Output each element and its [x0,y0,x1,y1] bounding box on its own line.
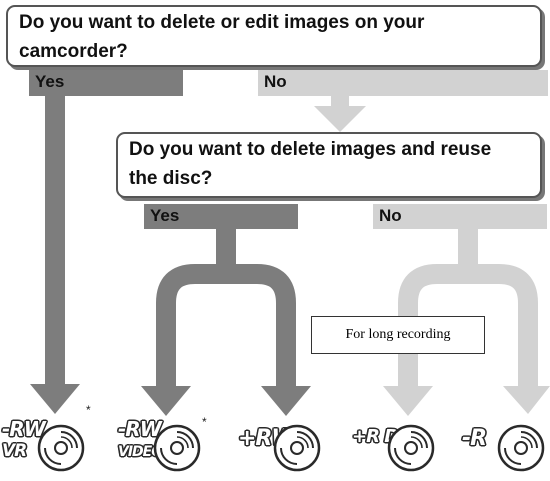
cd-icon [273,424,321,472]
arrow-heads-q2-no [383,386,550,416]
disc-plus-r-dl-icon: +R DL [352,408,436,478]
question-1-no-label: No [258,70,548,96]
cd-icon [387,424,435,472]
disc-rw-vr-label: -RW [2,417,46,441]
disc-rw-video-asterisk: * [202,415,207,429]
cd-icon [153,424,201,472]
question-2-box: Do you want to delete images and reuse t… [116,132,542,198]
arrow-q1-yes [30,96,80,414]
question-1-line1: Do you want to delete or edit images on … [19,12,425,33]
disc-rw-vr-asterisk: * [86,403,91,417]
question-2-no-label: No [373,204,547,229]
arrow-q2-no [398,226,538,388]
disc-minus-r-icon: -R [462,408,546,478]
disc-rw-video-icon: -RW VIDEO [118,408,202,478]
cd-icon [497,424,545,472]
disc-rw-video-label: -RW [118,417,162,441]
disc-minus-r-label: -R [462,426,487,451]
long-recording-note: For long recording [311,316,485,354]
disc-rw-vr-icon: -RW VR [2,408,86,478]
arrow-q1-no [314,96,366,132]
disc-rw-video-mode: VIDEO [118,444,163,460]
arrow-heads-q2-yes [141,386,311,416]
disc-rw-vr-mode: VR [2,441,27,461]
cd-icon [37,424,85,472]
question-1-box: Do you want to delete or edit images on … [6,5,542,67]
question-2-line2: the disc? [129,168,213,189]
question-1-yes-label: Yes [29,70,183,96]
question-2-line1: Do you want to delete images and reuse [129,139,492,160]
question-2-yes-label: Yes [144,204,298,229]
disc-plus-rw-icon: +RW [238,408,322,478]
question-1-line2: camcorder? [19,41,128,62]
arrow-q2-yes [156,226,296,388]
